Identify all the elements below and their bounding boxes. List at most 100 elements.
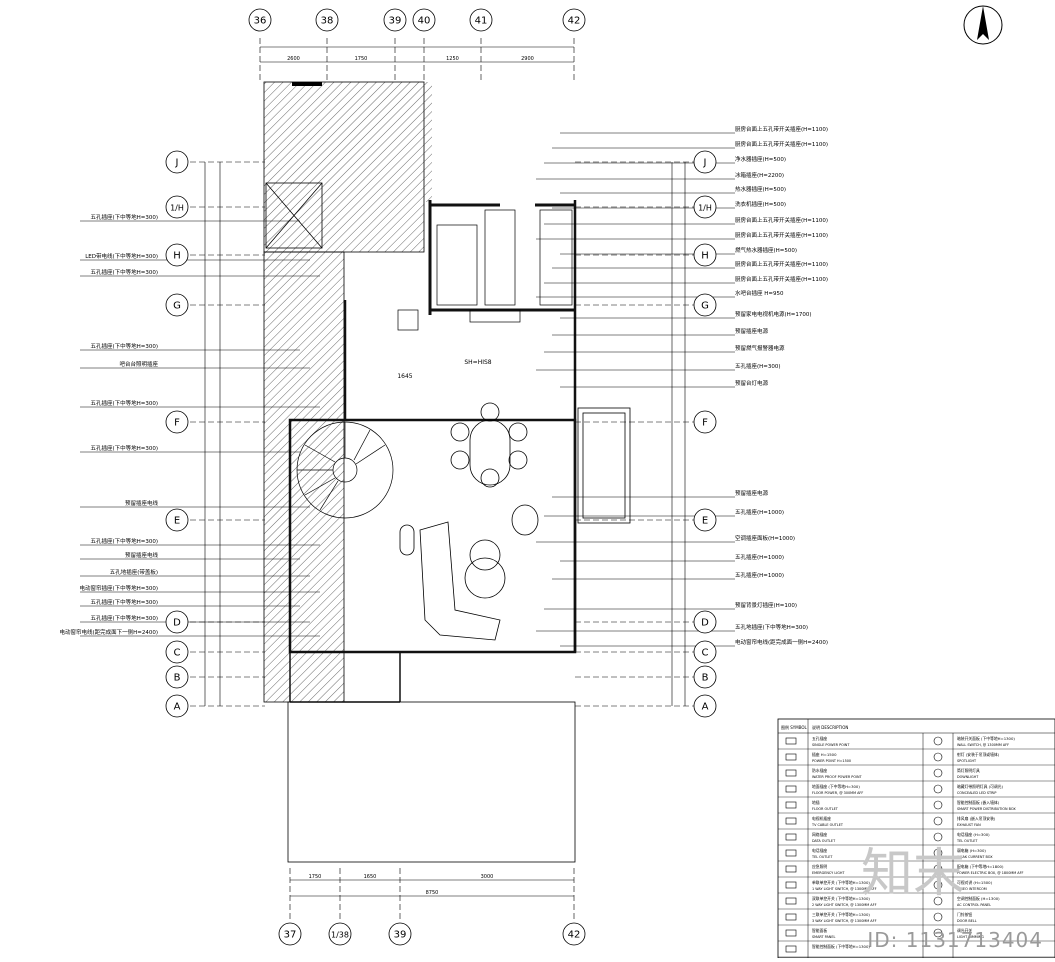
left-note-1: LED带电线(下中等地H=300) bbox=[85, 252, 158, 260]
legend-symbol-right-0-icon bbox=[933, 736, 943, 746]
left-note-2: 五孔插座(下中等地H=300) bbox=[90, 268, 158, 276]
legend-symbol-right-8-icon bbox=[933, 864, 943, 874]
legend-symbol-left-2-icon bbox=[785, 769, 797, 777]
grid-bubble-left-3-label: G bbox=[173, 301, 181, 312]
legend-symbol-left-0-icon bbox=[785, 737, 797, 745]
upper-stair bbox=[265, 182, 323, 249]
grid-bubble-right-3: G bbox=[693, 293, 717, 317]
dim-bottom-1: 1650 bbox=[364, 874, 377, 880]
legend-right-en-7: WEAK CURRENT BOX bbox=[957, 855, 993, 859]
grid-bubble-right-2: H bbox=[693, 243, 717, 267]
legend-left-en-0: SINGLE POWER POINT bbox=[812, 743, 850, 747]
grid-bubble-bottom-1-label: 1/38 bbox=[331, 931, 349, 940]
kitchen-fixtures bbox=[397, 209, 573, 331]
right-note-16: 预留台灯电源 bbox=[735, 379, 769, 387]
grid-bubble-bottom-1: 1/38 bbox=[328, 922, 352, 946]
grid-bubble-right-2-label: H bbox=[701, 251, 709, 262]
right-note-15: 五孔插座(H=300) bbox=[735, 362, 781, 370]
left-note-7: 预留插座电线 bbox=[125, 499, 159, 507]
legend-header-symbol: 图例 SYMBOL bbox=[781, 724, 808, 730]
dining-table bbox=[450, 402, 528, 488]
legend-symbol-left-4-icon bbox=[785, 801, 797, 809]
left-note-9: 预留插座电线 bbox=[125, 551, 159, 559]
left-note-10: 五孔地插座(带盖板) bbox=[110, 568, 158, 576]
right-note-18: 五孔插座(H=1000) bbox=[735, 508, 784, 516]
legend-symbol-left-8-icon bbox=[785, 865, 797, 873]
grid-bubble-bottom-0: 37 bbox=[278, 922, 302, 946]
legend-left-cn-12: 智能面板 bbox=[812, 928, 827, 933]
grid-bubble-right-7-label: C bbox=[702, 648, 709, 659]
left-note-8: 五孔插座(下中等地H=300) bbox=[90, 537, 158, 545]
legend-left-en-6: DATA OUTLET bbox=[812, 839, 836, 843]
left-note-14: 电动窗帘电线(距完成面下一侧H=2400) bbox=[59, 628, 158, 636]
grid-bubble-left-9-label: A bbox=[174, 702, 181, 713]
legend-right-en-11: DOOR BELL bbox=[957, 919, 977, 923]
grid-bubble-top-2: 39 bbox=[383, 8, 407, 32]
legend-left-en-11: 3 WAY LIGHT SWITCH, @ 1300MM AFF bbox=[812, 919, 877, 923]
left-note-0: 五孔插座(下中等地H=300) bbox=[90, 213, 158, 221]
grid-bubble-top-0-label: 36 bbox=[254, 16, 267, 27]
grid-bubble-left-9: A bbox=[165, 694, 189, 718]
spiral-stair bbox=[296, 421, 394, 519]
top-dimension-lines bbox=[259, 38, 575, 80]
legend-symbol-right-4-icon bbox=[933, 800, 943, 810]
grid-bubble-top-4: 41 bbox=[469, 8, 493, 32]
grid-bubble-top-1: 38 bbox=[315, 8, 339, 32]
dim-top-0: 2600 bbox=[287, 56, 300, 62]
watermark-logo: 知末 bbox=[860, 844, 965, 904]
north-arrow-icon bbox=[963, 5, 1003, 45]
legend-symbol-right-2-icon bbox=[933, 768, 943, 778]
right-note-0: 厨房台面上五孔带开关插座(H=1100) bbox=[735, 125, 828, 133]
grid-bubble-right-0: J bbox=[693, 150, 717, 174]
legend-right-cn-1: 射灯 (安装于吊顶或墙体) bbox=[957, 752, 1000, 757]
grid-bubble-bottom-0-label: 37 bbox=[284, 930, 297, 941]
right-note-7: 厨房台面上五孔带开关插座(H=1100) bbox=[735, 231, 828, 239]
living-furniture bbox=[399, 504, 539, 641]
grid-bubble-left-5: E bbox=[165, 508, 189, 532]
legend-left-cn-2: 防水插座 bbox=[812, 768, 827, 773]
grid-bubble-right-4: F bbox=[693, 410, 717, 434]
grid-bubble-top-3: 40 bbox=[412, 8, 436, 32]
grid-bubble-top-5-label: 42 bbox=[568, 16, 581, 27]
legend-right-cn-6: 电话插座 (H=300) bbox=[957, 832, 990, 837]
right-note-8: 燃气热水器插座(H=500) bbox=[735, 246, 797, 254]
dim-top-3: 2900 bbox=[521, 56, 534, 62]
right-note-24: 电动窗帘电线(距完成面一侧H=2400) bbox=[735, 638, 828, 646]
patio-outline bbox=[287, 701, 576, 863]
grid-bubble-left-4: F bbox=[165, 410, 189, 434]
right-note-21: 五孔插座(H=1000) bbox=[735, 571, 784, 579]
legend-symbol-left-10-icon bbox=[785, 897, 797, 905]
grid-bubble-right-4-label: F bbox=[702, 418, 708, 429]
legend-symbol-right-5-icon bbox=[933, 816, 943, 826]
legend-right-cn-7: 弱电箱 (H=300) bbox=[957, 848, 986, 853]
left-note-5: 五孔插座(下中等地H=300) bbox=[90, 399, 158, 407]
right-note-20: 五孔插座(H=1000) bbox=[735, 553, 784, 561]
legend-right-cn-3: 暗藏灯带照明灯具 (可调光) bbox=[957, 784, 1003, 789]
left-dimension-lines bbox=[204, 162, 221, 706]
dim-bottom-2: 3000 bbox=[481, 874, 494, 880]
dim-label-1645: 1645 bbox=[397, 373, 412, 380]
legend-left-cn-7: 电话插座 bbox=[812, 848, 827, 853]
grid-bubble-top-2-label: 39 bbox=[389, 16, 402, 27]
dim-top-2: 1250 bbox=[446, 56, 459, 62]
legend-left-en-4: FLOOR OUTLET bbox=[812, 807, 839, 811]
legend-left-cn-13: 智能控制面板 (下中等地H=1300) bbox=[812, 944, 870, 949]
watermark-id: ID: 1131713404 bbox=[867, 928, 1043, 952]
legend-left-en-3: FLOOR POWER, @ 300MM AFF bbox=[812, 791, 863, 795]
legend-left-en-9: 1 WAY LIGHT SWITCH, @ 1300MM AFF bbox=[812, 887, 877, 891]
grid-bubble-top-4-label: 41 bbox=[475, 16, 488, 27]
grid-bubble-right-9-label: A bbox=[702, 702, 709, 713]
grid-bubble-left-0: J bbox=[165, 150, 189, 174]
walls bbox=[288, 200, 577, 703]
legend-left-en-7: TEL OUTLET bbox=[811, 855, 833, 859]
grid-bubble-right-5: E bbox=[693, 508, 717, 532]
legend-right-en-10: AC CONTROL PANEL bbox=[957, 903, 991, 907]
grid-bubble-right-0-label: J bbox=[703, 158, 707, 169]
legend-left-en-5: TV CABLE OUTLET bbox=[811, 823, 844, 827]
legend-symbol-left-12-icon bbox=[785, 929, 797, 937]
legend-symbol-left-13-icon bbox=[785, 945, 797, 953]
legend-symbol-left-9-icon bbox=[785, 881, 797, 889]
legend-symbol-left-1-icon bbox=[785, 753, 797, 761]
bottom-dimension-lines bbox=[289, 868, 575, 922]
